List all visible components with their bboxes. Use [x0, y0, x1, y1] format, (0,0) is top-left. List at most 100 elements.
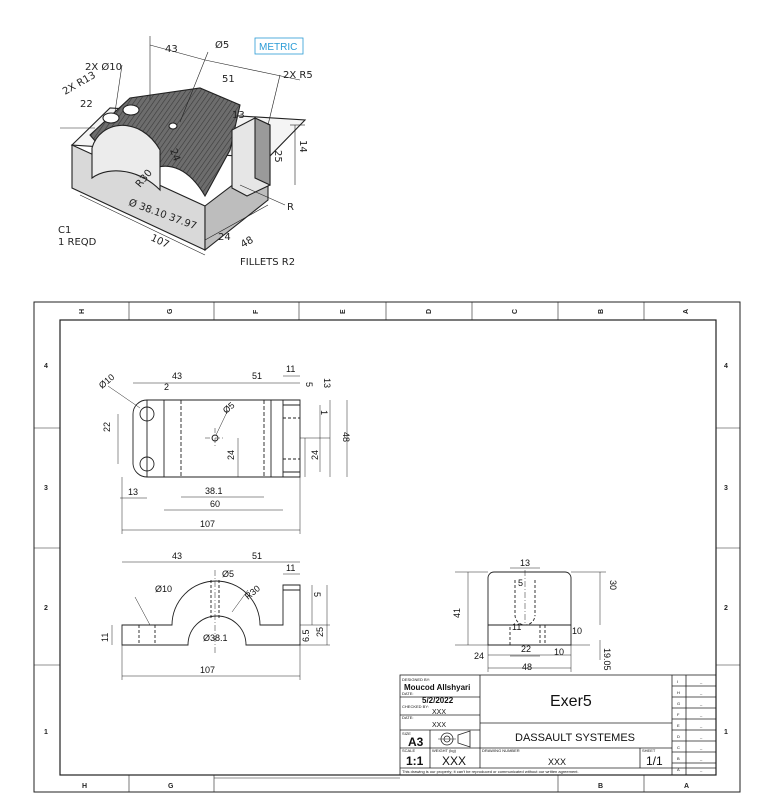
- iso-dim-48: 48: [239, 235, 256, 251]
- zone-right-2: 2: [724, 605, 728, 612]
- side-dim-24: 24: [474, 651, 484, 661]
- top-dim-24b: 24: [310, 450, 320, 460]
- iso-dim-51: 51: [222, 74, 235, 85]
- weight-label: WEIGHT (kg): [432, 748, 457, 753]
- top-dim-2: 2: [164, 382, 169, 392]
- front-view: [111, 561, 330, 680]
- side-dim-10a: 10: [572, 626, 582, 636]
- side-view-dimensions: 13 5 30 41 11 10 22 10 24 48 19.05: [452, 558, 618, 672]
- iso-dim-24b: 24: [218, 232, 231, 243]
- date2-label: DATE:: [402, 715, 413, 720]
- iso-part-id: C1: [58, 225, 71, 236]
- iso-dim-14: 14: [297, 140, 308, 153]
- zone-labels-side: 4 3 2 1 4 3 2 1: [44, 363, 728, 736]
- top-dim-38: 38.1: [205, 486, 223, 496]
- top-dim-11: 11: [286, 364, 295, 374]
- drawing-weight: XXX: [442, 754, 466, 768]
- iso-dim-r: R: [287, 202, 294, 213]
- top-dim-51: 51: [252, 371, 262, 381]
- top-view: [107, 375, 348, 534]
- top-dim-dia10: Ø10: [97, 372, 116, 391]
- top-dim-60: 60: [210, 499, 220, 509]
- rev-mark-d: _: [699, 734, 703, 739]
- top-dim-1: 1: [319, 410, 329, 415]
- front-dim-dia10: Ø10: [155, 584, 172, 594]
- rev-mark-a: _: [699, 767, 703, 772]
- top-dim-48: 48: [341, 432, 351, 442]
- metric-label: METRIC: [259, 42, 297, 53]
- front-dim-11b: 11: [100, 633, 110, 642]
- zone-right-3: 3: [724, 485, 728, 492]
- top-dim-22: 22: [102, 422, 112, 432]
- side-dim-48: 48: [522, 662, 532, 672]
- top-view-dimensions: 43 51 11 2 Ø10 Ø5 5 13 1 22 24 24 48 13 …: [97, 364, 351, 529]
- rev-mark-b: _: [699, 756, 703, 761]
- iso-dim-holes: 2X Ø10: [85, 61, 122, 73]
- side-dim-41: 41: [452, 608, 462, 618]
- zone-top-d: D: [426, 309, 433, 314]
- rev-mark-c: _: [699, 745, 703, 750]
- side-view: [455, 567, 606, 672]
- rev-b: B: [677, 756, 680, 761]
- side-dim-30: 30: [608, 580, 618, 590]
- designer-name: Moucod Allshyari: [404, 683, 470, 692]
- top-dim-13b: 13: [128, 487, 138, 497]
- rev-g: G: [677, 701, 680, 706]
- rev-mark-f: _: [699, 712, 703, 717]
- zone-left-3: 3: [44, 485, 48, 492]
- front-dim-43: 43: [172, 551, 182, 561]
- rev-mark-g: _: [699, 701, 703, 706]
- scale-label: SCALE: [402, 748, 415, 753]
- front-view-dimensions: 43 51 11 Ø10 Ø5 R30 5 11 Ø38.1 6.5 25 10…: [100, 551, 325, 675]
- sheet-frame: [33, 301, 741, 793]
- rev-f: F: [677, 712, 680, 717]
- title-block-text: DESIGNED BY: Moucod Allshyari DATE: 5/2/…: [402, 677, 663, 774]
- front-dim-bore: Ø38.1: [203, 633, 228, 643]
- company-name: DASSAULT SYSTEMES: [515, 732, 635, 744]
- design-date: 5/2/2022: [422, 696, 454, 705]
- check-date: XXX: [432, 722, 446, 729]
- zone-right-1: 1: [724, 729, 728, 736]
- rev-mark-e: _: [699, 723, 703, 728]
- iso-dim-r5: 2X R5: [283, 70, 313, 81]
- drawing-number: XXX: [548, 757, 566, 767]
- top-dim-5: 5: [304, 382, 314, 387]
- rev-h: H: [677, 690, 680, 695]
- title-block: [399, 674, 717, 776]
- revision-column: I H G F E D C B A _ _ _ _ _ _ _ _ _: [677, 679, 703, 772]
- side-dim-22: 22: [521, 644, 531, 654]
- rev-a: A: [677, 767, 680, 772]
- zone-bottom-h: H: [82, 783, 87, 790]
- side-dim-11: 11: [512, 622, 521, 632]
- side-dim-13: 13: [520, 558, 530, 568]
- top-dim-13: 13: [322, 378, 332, 388]
- side-dim-19-05: 19.05: [602, 648, 612, 671]
- drawing-number-label: DRAWING NUMBER: [482, 748, 520, 753]
- zone-bottom-a: A: [684, 783, 689, 790]
- zone-left-2: 2: [44, 605, 48, 612]
- sheet-label: SHEET: [642, 748, 656, 753]
- zone-top-c: C: [512, 309, 519, 314]
- top-dim-24a: 24: [226, 450, 236, 460]
- zone-labels-bottom: H G B A: [82, 783, 689, 790]
- rev-d: D: [677, 734, 680, 739]
- front-dim-5: 5: [312, 592, 322, 597]
- zone-bottom-g: G: [168, 783, 174, 790]
- iso-dim-dia5: Ø5: [215, 39, 229, 51]
- rev-c: C: [677, 745, 680, 750]
- checked-by: XXX: [432, 709, 446, 716]
- front-dim-dia5: Ø5: [222, 569, 234, 579]
- checked-by-label: CHECKED BY:: [402, 704, 429, 709]
- side-dim-5: 5: [518, 578, 523, 588]
- iso-dim-22: 22: [80, 99, 93, 110]
- zone-top-g: G: [167, 308, 174, 314]
- zone-left-1: 1: [44, 729, 48, 736]
- sheet-number: 1/1: [646, 754, 663, 768]
- rev-e: E: [677, 723, 680, 728]
- top-dim-43: 43: [172, 371, 182, 381]
- front-dim-25: 25: [315, 627, 325, 637]
- iso-dim-43: 43: [165, 44, 178, 55]
- isometric-sketch: [60, 36, 307, 256]
- zone-top-e: E: [340, 309, 347, 314]
